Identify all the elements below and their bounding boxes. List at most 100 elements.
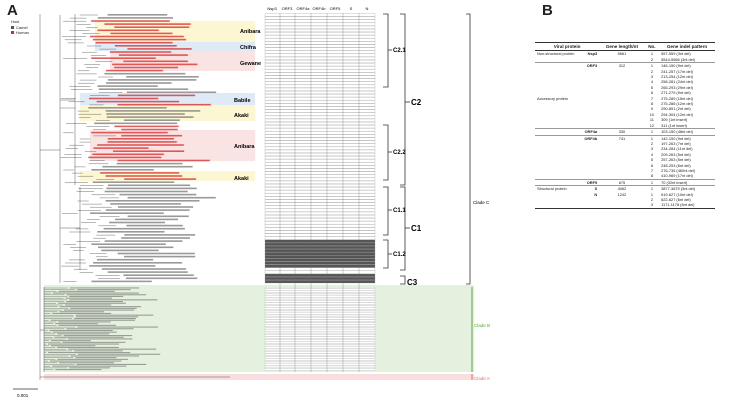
taxon-label bbox=[107, 184, 191, 187]
matrix-row bbox=[264, 288, 376, 291]
matrix-row bbox=[264, 159, 376, 163]
taxon-label bbox=[123, 274, 194, 276]
taxon-label bbox=[48, 352, 131, 354]
taxon-label bbox=[106, 113, 185, 115]
taxon-label bbox=[97, 17, 174, 19]
protein-name: N bbox=[594, 191, 598, 197]
matrix-row bbox=[264, 329, 376, 332]
taxon-label bbox=[104, 23, 191, 25]
matrix-row bbox=[264, 324, 376, 327]
matrix-row bbox=[264, 134, 376, 138]
matrix-row bbox=[264, 343, 376, 345]
number-cell: 9 bbox=[650, 106, 653, 112]
taxon-label bbox=[92, 153, 164, 156]
bracket-c1-2 bbox=[383, 239, 389, 269]
matrix-row bbox=[264, 264, 376, 268]
number-cell: 1 bbox=[650, 191, 653, 197]
matrix-row bbox=[264, 125, 376, 129]
taxon-label bbox=[109, 221, 165, 224]
taxon-label bbox=[58, 290, 115, 292]
protein-cell: Accessory protein bbox=[535, 96, 599, 101]
matrix-row bbox=[264, 350, 376, 352]
matrix-row bbox=[264, 208, 376, 212]
taxon-label bbox=[59, 362, 115, 364]
pattern-cell: 213-254 (12nt del) bbox=[661, 74, 693, 80]
matrix-row bbox=[264, 16, 376, 20]
taxon-label bbox=[123, 60, 188, 63]
number-cell: 2 bbox=[650, 56, 653, 62]
legend-item-human: Human bbox=[11, 30, 29, 36]
matrix-row bbox=[264, 353, 376, 356]
taxon-label bbox=[50, 340, 91, 342]
taxon-label bbox=[88, 107, 167, 109]
taxon-label bbox=[109, 51, 172, 53]
pattern-cell: 234-284 (11nt del) bbox=[661, 146, 693, 152]
protein-group: Non-structural protein bbox=[537, 51, 575, 57]
taxon-label bbox=[92, 38, 187, 41]
taxon-label bbox=[104, 190, 188, 193]
matrix-row bbox=[264, 103, 376, 107]
col-header-n: N bbox=[366, 6, 369, 11]
taxon-label bbox=[126, 224, 183, 227]
matrix-row bbox=[264, 331, 376, 334]
matrix-row bbox=[264, 355, 376, 357]
matrix-row bbox=[264, 72, 376, 76]
legend-label-human: Human bbox=[16, 30, 29, 35]
matrix-row bbox=[264, 177, 376, 181]
taxon-label bbox=[69, 367, 110, 369]
label-c2-2: C2.2 bbox=[393, 150, 406, 156]
matrix-row bbox=[264, 214, 376, 219]
taxon-label bbox=[74, 350, 123, 352]
matrix-row bbox=[264, 341, 376, 344]
col-header-nsp3: Nsp3 bbox=[267, 6, 277, 11]
length-cell: 5661 bbox=[617, 51, 627, 57]
number-cell: 7 bbox=[650, 167, 653, 173]
matrix-row bbox=[264, 221, 376, 225]
taxon-label bbox=[117, 252, 195, 255]
panel-label-a: A bbox=[7, 2, 18, 19]
taxon-label bbox=[58, 321, 111, 323]
matrix-row bbox=[264, 168, 376, 172]
taxon-label bbox=[102, 165, 193, 168]
matrix-row bbox=[264, 196, 376, 200]
matrix-row bbox=[264, 78, 376, 82]
matrix-row bbox=[264, 28, 376, 33]
matrix-row bbox=[264, 227, 376, 231]
taxon-label bbox=[52, 292, 139, 294]
taxon-label bbox=[66, 301, 123, 303]
taxon-label bbox=[69, 299, 158, 301]
protein-cell: ORF4b bbox=[535, 134, 600, 141]
matrix-row bbox=[264, 304, 376, 306]
taxon-label bbox=[63, 309, 135, 311]
matrix-row bbox=[264, 87, 376, 91]
taxon-label bbox=[88, 97, 159, 100]
matrix-row bbox=[264, 334, 376, 337]
taxon-label bbox=[49, 360, 122, 362]
taxon-label bbox=[70, 307, 137, 309]
matrix-row bbox=[264, 255, 376, 259]
pattern-cell: 5544-5566 (3nt del) bbox=[661, 56, 696, 62]
matrix-row bbox=[264, 361, 376, 364]
matrix-row bbox=[264, 242, 376, 246]
matrix-row bbox=[264, 358, 376, 361]
length-cell: 741 bbox=[599, 134, 645, 141]
taxon-label bbox=[105, 209, 190, 211]
taxon-label bbox=[114, 66, 179, 69]
taxon-label bbox=[127, 215, 189, 218]
taxon-label bbox=[107, 79, 197, 81]
matrix-row bbox=[264, 344, 376, 347]
taxon-label bbox=[76, 363, 147, 365]
taxon-label bbox=[104, 72, 186, 75]
matrix-row bbox=[264, 316, 376, 318]
region-label-babile: Babile bbox=[234, 98, 251, 104]
matrix-row bbox=[264, 299, 376, 301]
matrix-row bbox=[264, 47, 376, 51]
taxon-label bbox=[127, 48, 192, 50]
matrix-row bbox=[264, 218, 376, 222]
number-cell: 5 bbox=[650, 84, 653, 90]
